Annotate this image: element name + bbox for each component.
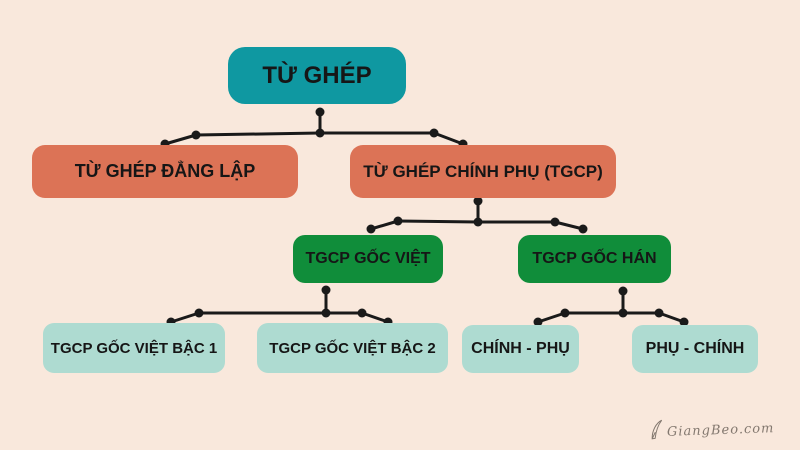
node-chinh-phu-order-label: CHÍNH - PHỤ [471, 340, 570, 357]
node-tgcp-goc-viet-bac-1-label: TGCP GỐC VIỆT BẬC 1 [50, 339, 218, 357]
node-tu-ghep-label: TỪ GHÉP [262, 61, 372, 89]
quill-icon [651, 419, 662, 440]
node-phu-chinh-order-label: PHỤ - CHÍNH [645, 340, 745, 357]
node-tgcp-goc-viet-bac-2-label: TGCP GỐC VIỆT BẬC 2 [269, 339, 436, 357]
node-chinh-phu-order: CHÍNH - PHỤ [462, 325, 579, 373]
node-tu-ghep: TỪ GHÉP [228, 47, 406, 104]
node-tgcp-goc-viet: TGCP GỐC VIỆT [293, 235, 443, 283]
node-tu-ghep-dang-lap: TỪ GHÉP ĐẲNG LẬP [32, 145, 298, 198]
node-tgcp-goc-viet-bac-2: TGCP GỐC VIỆT BẬC 2 [257, 323, 448, 373]
node-tu-ghep-chinh-phu-label: TỪ GHÉP CHÍNH PHỤ (TGCP) [363, 161, 603, 181]
signature: GiangBeo.com [649, 419, 775, 440]
node-tgcp-goc-han-label: TGCP GỐC HÁN [532, 250, 657, 267]
node-tgcp-goc-viet-label: TGCP GỐC VIỆT [305, 250, 431, 267]
node-tu-ghep-dang-lap-label: TỪ GHÉP ĐẲNG LẬP [74, 161, 256, 181]
connector-root-to-level2 [160, 107, 468, 149]
connector-chinh-phu-to-level3 [366, 196, 588, 234]
connector-goc-han-to-level4 [533, 286, 689, 327]
node-tgcp-goc-han: TGCP GỐC HÁN [518, 235, 671, 283]
signature-text: GiangBeo.com [666, 420, 775, 440]
node-phu-chinh-order: PHỤ - CHÍNH [632, 325, 758, 373]
node-tgcp-goc-viet-bac-1: TGCP GỐC VIỆT BẬC 1 [43, 323, 225, 373]
connector-goc-viet-to-level4 [166, 285, 393, 327]
node-tu-ghep-chinh-phu: TỪ GHÉP CHÍNH PHỤ (TGCP) [350, 145, 616, 198]
